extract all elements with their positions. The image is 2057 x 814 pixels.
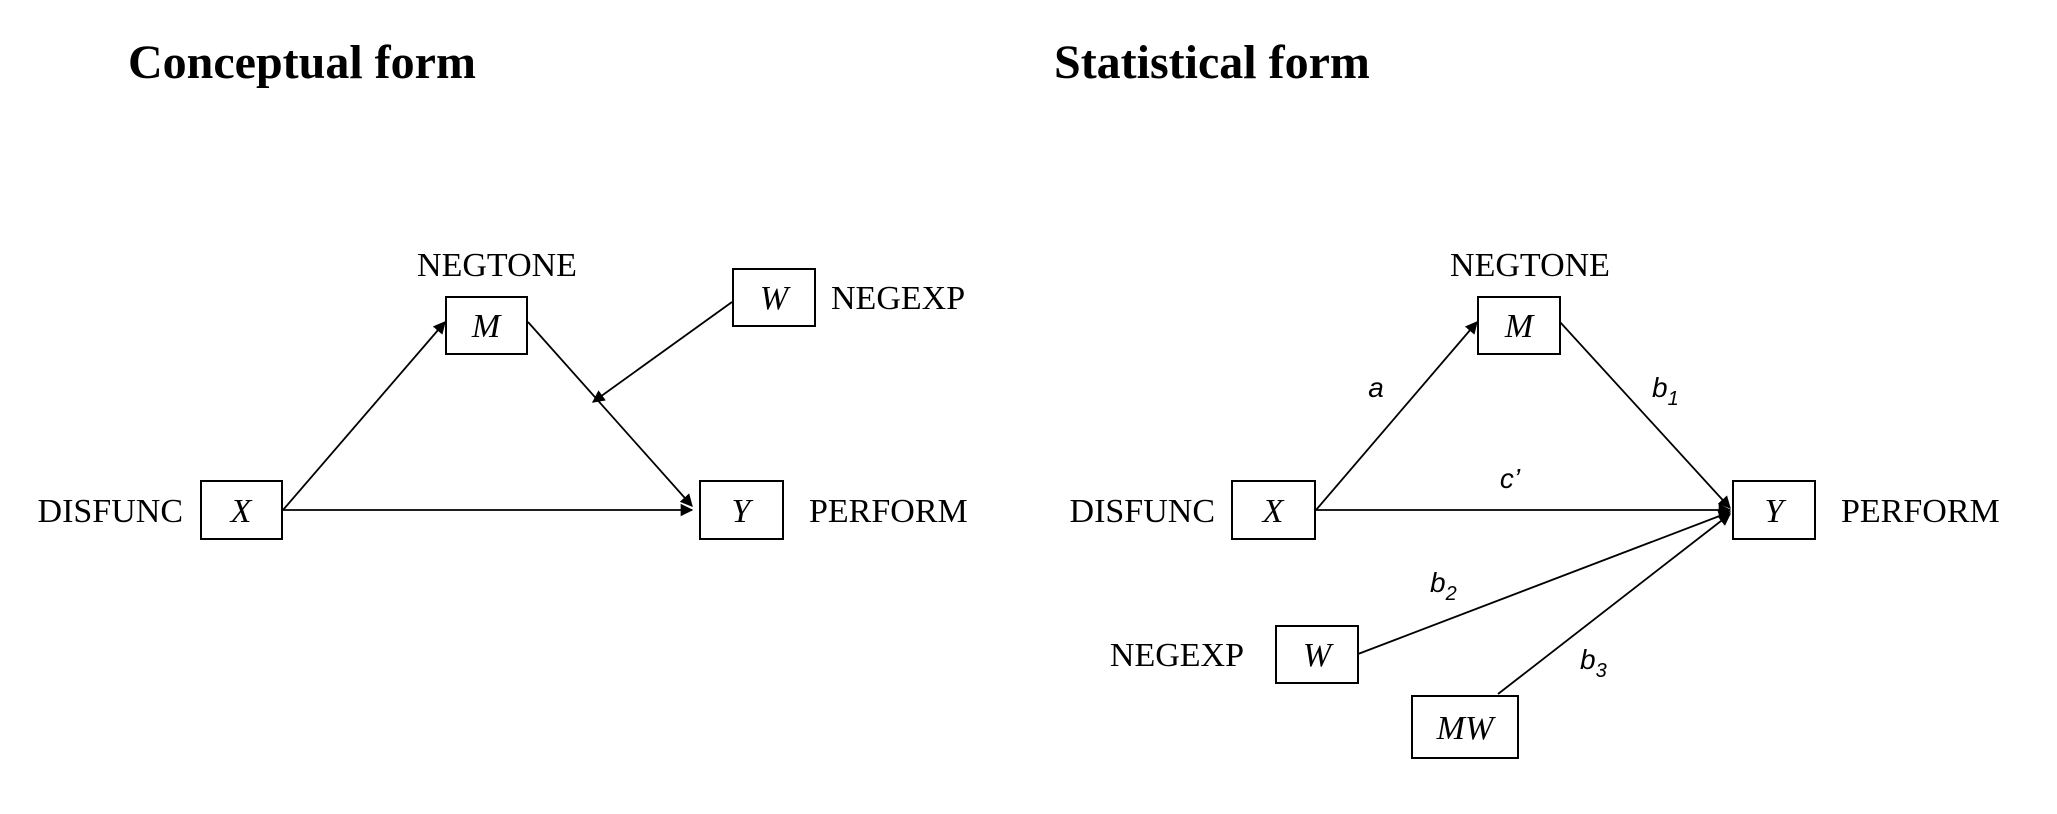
stat-node-y-box xyxy=(1732,480,1816,540)
stat-node-w-box xyxy=(1275,625,1359,684)
path-b1 xyxy=(1559,321,1731,509)
path-a xyxy=(1315,321,1478,511)
node-m-name: NEGTONE xyxy=(417,247,577,284)
stat-node-m-box xyxy=(1477,296,1561,355)
coef-b2-sub: 2 xyxy=(1445,583,1457,605)
node-x-box xyxy=(200,480,283,540)
path-b3 xyxy=(1497,513,1731,695)
node-w-var: W xyxy=(760,280,791,317)
path-x-to-m xyxy=(282,321,446,511)
stat-node-mw-var: MW xyxy=(1436,710,1496,747)
coef-b1-base: b xyxy=(1652,372,1668,403)
node-w-name: NEGEXP xyxy=(831,280,965,317)
path-b2 xyxy=(1357,510,1732,655)
node-m-box xyxy=(445,296,528,355)
stat-node-mw-box xyxy=(1411,695,1519,759)
coef-b3: b3 xyxy=(1580,644,1607,682)
node-m-var: M xyxy=(471,308,502,345)
path-w-moderation xyxy=(591,301,733,403)
stat-node-x-var: X xyxy=(1261,493,1285,530)
conceptual-panel: Conceptual form X DISFUNC M NEGTONE W NE… xyxy=(38,36,968,540)
coef-c-prime: c’ xyxy=(1500,463,1521,494)
coef-b1-sub: 1 xyxy=(1668,388,1679,410)
stat-node-m-var: M xyxy=(1504,308,1535,345)
node-x-var: X xyxy=(229,493,253,530)
node-y-var: Y xyxy=(732,493,754,530)
path-m-to-y xyxy=(527,321,693,507)
stat-node-y-var: Y xyxy=(1765,493,1787,530)
stat-node-x-box xyxy=(1231,480,1316,540)
node-w-box xyxy=(732,268,816,327)
coef-b1: b1 xyxy=(1652,372,1679,410)
stat-node-m-name: NEGTONE xyxy=(1450,247,1610,284)
statistical-title: Statistical form xyxy=(1054,36,1370,89)
coef-b2: b2 xyxy=(1430,567,1457,605)
statistical-panel: Statistical form a b1 c’ b2 b3 X DISFUNC… xyxy=(1054,36,2000,759)
coef-b2-base: b xyxy=(1430,567,1446,598)
node-y-box xyxy=(699,480,784,540)
coef-b3-sub: 3 xyxy=(1596,660,1607,682)
stat-node-w-var: W xyxy=(1303,637,1334,674)
node-y-name: PERFORM xyxy=(809,493,968,530)
coef-b3-base: b xyxy=(1580,644,1596,675)
node-x-name: DISFUNC xyxy=(38,493,183,530)
conceptual-title: Conceptual form xyxy=(128,36,476,89)
stat-node-x-name: DISFUNC xyxy=(1070,493,1215,530)
coef-a: a xyxy=(1368,372,1384,403)
stat-node-w-name: NEGEXP xyxy=(1110,637,1244,674)
stat-node-y-name: PERFORM xyxy=(1841,493,2000,530)
